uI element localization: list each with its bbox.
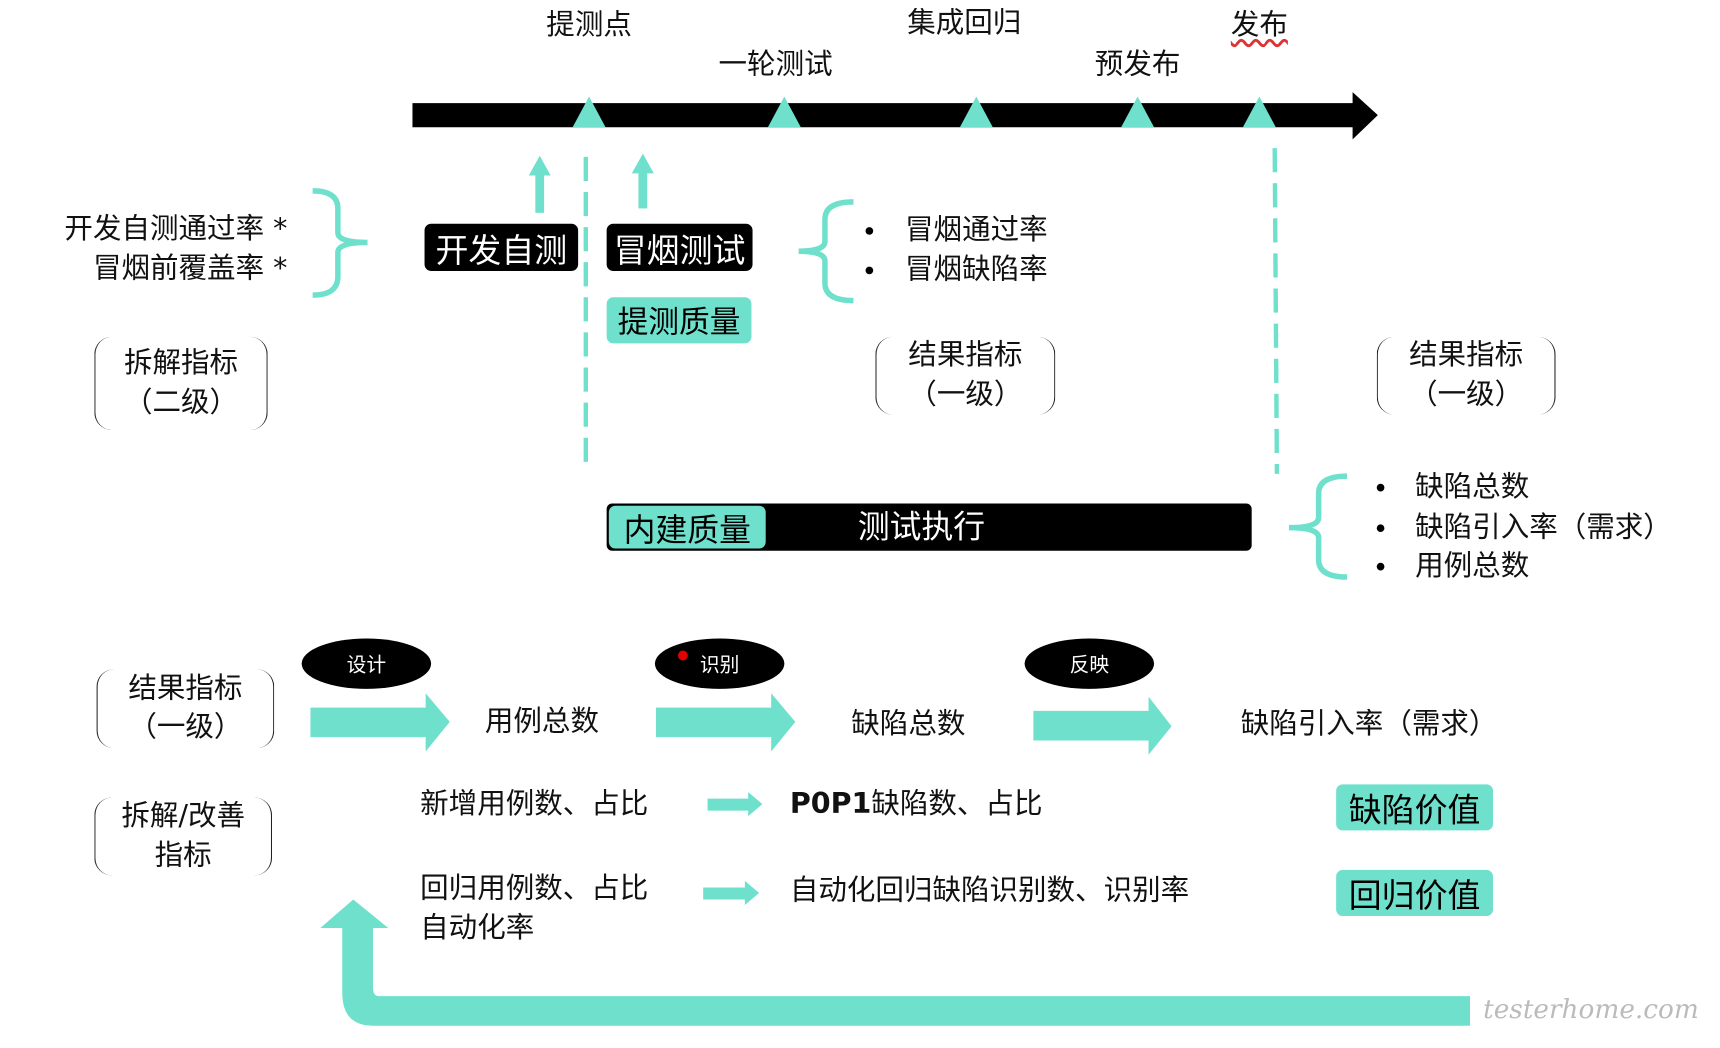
breakdown-improve-label: 拆解/改善 指标 bbox=[94, 797, 273, 876]
result-l1-label: 结果指标 （一级） bbox=[1376, 336, 1556, 415]
flow-arrow bbox=[656, 693, 796, 752]
label-line: 拆解指标 bbox=[123, 347, 239, 381]
automation-rate-metric: 自动化率 bbox=[420, 911, 535, 945]
milestone-triangle bbox=[1242, 96, 1276, 128]
metric-label: 开发自测通过率 * bbox=[64, 212, 288, 246]
bullet bbox=[865, 227, 874, 235]
milestone-label: 一轮测试 bbox=[718, 48, 833, 82]
label-line: （二级） bbox=[123, 385, 239, 419]
label-line: 结果指标 bbox=[1409, 339, 1524, 373]
flow-arrow bbox=[310, 693, 450, 752]
up-arrow-icon bbox=[631, 153, 654, 209]
red-dot-icon bbox=[677, 650, 688, 661]
smoke-test-box: 冒烟测试 bbox=[606, 223, 753, 271]
small-arrow bbox=[703, 880, 760, 906]
label-line: 结果指标 bbox=[128, 672, 243, 706]
milestone-label: 集成回归 bbox=[907, 6, 1022, 40]
design-oval: 设计 bbox=[301, 638, 432, 689]
milestone-label: 提测点 bbox=[546, 8, 632, 42]
smoke-metric: 冒烟缺陷率 bbox=[905, 253, 1048, 287]
brace-left bbox=[1288, 473, 1348, 580]
auto-regression-defect-metric: 自动化回归缺陷识别数、识别率 bbox=[789, 874, 1190, 908]
bullet bbox=[1376, 483, 1385, 492]
test-execution-label: 测试执行 bbox=[857, 507, 986, 546]
release-metric: 缺陷总数 bbox=[1415, 470, 1530, 504]
milestone-label: 预发布 bbox=[1094, 48, 1181, 82]
milestone-triangle bbox=[572, 96, 606, 128]
new-case-metric: 新增用例数、占比 bbox=[420, 787, 649, 821]
label-line: （一级） bbox=[1409, 377, 1524, 411]
identify-oval: 识别 bbox=[654, 638, 785, 689]
regression-case-metric: 回归用例数、占比 bbox=[420, 872, 649, 906]
defect-value-box: 缺陷价值 bbox=[1336, 784, 1494, 831]
p0p1-defect-metric: P0P1缺陷数、占比 bbox=[790, 790, 1043, 819]
label-line: （一级） bbox=[128, 710, 243, 744]
up-arrow-icon bbox=[528, 155, 551, 213]
flow-arrow bbox=[1033, 696, 1172, 755]
label-line: （一级） bbox=[908, 377, 1023, 411]
milestone-markers bbox=[572, 96, 1276, 128]
oval-label: 识别 bbox=[699, 653, 740, 677]
bullet bbox=[1376, 524, 1385, 533]
p0p1-label: P0P1 bbox=[789, 787, 872, 821]
test-execution-bar: 内建质量 测试执行 bbox=[606, 503, 1252, 551]
flow-node: 缺陷总数 bbox=[851, 707, 966, 741]
brace-left bbox=[798, 199, 854, 304]
release-metric: 用例总数 bbox=[1415, 549, 1530, 583]
dashed-divider bbox=[1272, 148, 1280, 474]
bullet bbox=[1376, 562, 1385, 571]
milestone-triangle bbox=[767, 96, 801, 128]
feedback-arrow bbox=[320, 899, 1470, 1026]
metric-label: 冒烟前覆盖率 * bbox=[92, 252, 288, 286]
regression-value-box: 回归价值 bbox=[1336, 869, 1494, 916]
result-l1-label: 结果指标 （一级） bbox=[96, 669, 275, 749]
brace-right bbox=[312, 188, 368, 298]
small-arrow bbox=[707, 792, 763, 817]
flow-node: 用例总数 bbox=[484, 705, 599, 739]
milestone-triangle bbox=[959, 96, 993, 128]
result-l1-label: 结果指标 （一级） bbox=[875, 336, 1056, 415]
watermark: testerhome.com bbox=[1483, 993, 1699, 1025]
label-line: 指标 bbox=[154, 838, 212, 872]
smoke-metric: 冒烟通过率 bbox=[905, 213, 1048, 247]
bullet bbox=[865, 266, 874, 275]
timeline-arrow bbox=[412, 92, 1378, 140]
dev-self-test-box: 开发自测 bbox=[424, 223, 579, 271]
label-line: 结果指标 bbox=[908, 339, 1023, 373]
milestone-triangle bbox=[1121, 96, 1155, 128]
metric-text: 缺陷数、占比 bbox=[871, 787, 1043, 821]
flow-node: 缺陷引入率（需求） bbox=[1240, 707, 1498, 741]
label-line: 拆解/改善 bbox=[121, 800, 246, 834]
milestone-label: 发布 bbox=[1230, 8, 1288, 42]
release-metric: 缺陷引入率（需求） bbox=[1415, 511, 1672, 545]
breakdown-l2-label: 拆解指标 （二级） bbox=[94, 336, 268, 431]
reflect-oval: 反映 bbox=[1024, 638, 1155, 689]
flow-arrows bbox=[310, 693, 1470, 1026]
built-in-quality-box: 内建质量 bbox=[608, 505, 766, 549]
submit-quality-box: 提测质量 bbox=[606, 297, 752, 344]
